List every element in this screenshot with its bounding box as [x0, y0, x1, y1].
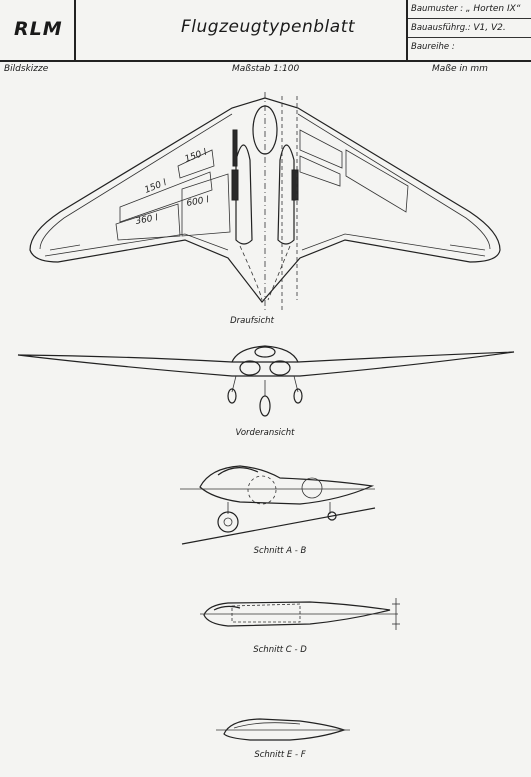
header-title-cell: Flugzeugtypenblatt: [76, 0, 408, 60]
baumuster-label: Baumuster :: [411, 4, 464, 14]
sheet-title: Flugzeugtypenblatt: [181, 17, 356, 37]
caption-top-view: Draufsicht: [230, 316, 274, 326]
front-view-drawing: [17, 345, 515, 417]
bauausfuehrung-row: Bauausführg.: V1, V2.: [408, 19, 531, 38]
section-ab-drawing: [180, 465, 376, 545]
bauausfuehrung-value: V1, V2.: [473, 23, 506, 33]
caption-section-ab: Schnitt A - B: [253, 546, 307, 556]
caption-section-ef: Schnitt E - F: [254, 750, 306, 760]
baumuster-row: Baumuster : „ Horten IX“: [408, 0, 531, 19]
baureihe-row: Baureihe :: [408, 38, 531, 57]
bauausfuehrung-label: Bauausführg.:: [411, 23, 471, 33]
baumuster-value: „ Horten IX“: [465, 4, 521, 14]
units-label: Maße in mm: [432, 64, 488, 74]
org-label: RLM: [14, 18, 63, 40]
caption-section-cd: Schnitt C - D: [253, 645, 307, 655]
baureihe-label: Baureihe :: [411, 42, 455, 52]
header-frame: RLM Flugzeugtypenblatt Baumuster : „ Hor…: [0, 0, 531, 62]
sketch-label: Bildskizze: [4, 64, 49, 74]
caption-front-view: Vorderansicht: [235, 428, 295, 438]
tank-label-3: 600 l: [186, 195, 210, 209]
tank-label-1: 150 l: [184, 148, 209, 165]
header-org-cell: RLM: [0, 0, 76, 60]
top-view-drawing: 150 l 150 l 600 l 360 l: [29, 92, 501, 312]
scale-label: Maßstab 1:100: [232, 64, 300, 74]
section-ef-drawing: [216, 718, 350, 741]
header-info-table: Baumuster : „ Horten IX“ Bauausführg.: V…: [408, 0, 531, 60]
tank-label-4: 360 l: [135, 213, 159, 227]
section-cd-drawing: [200, 598, 400, 630]
